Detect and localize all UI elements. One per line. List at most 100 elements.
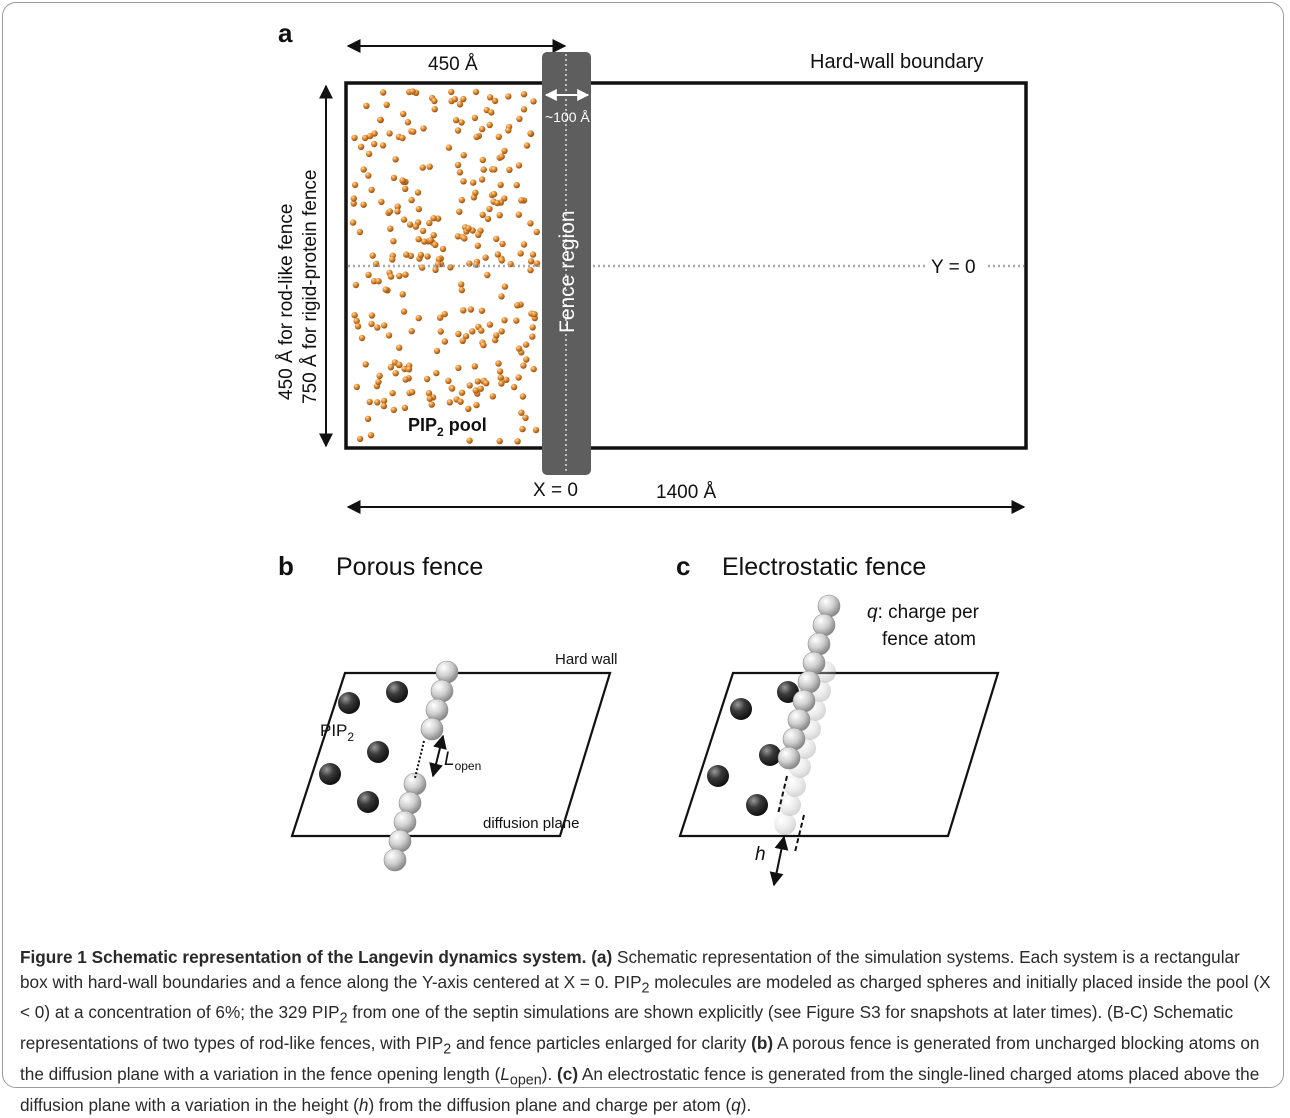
pip2-particle — [497, 181, 504, 188]
pip2-particle — [520, 106, 528, 113]
pip2-particle — [392, 156, 399, 163]
pip2-particle — [437, 328, 444, 335]
pip2-particle — [408, 327, 415, 335]
panel-c-label: c — [676, 551, 690, 581]
pip2-particle — [479, 125, 486, 133]
caption-tag-a: (a) — [591, 947, 613, 967]
pip2-particle — [425, 390, 433, 397]
caption-tag-c: (c) — [557, 1064, 579, 1085]
pip2-particle — [389, 256, 396, 263]
pip2-particle — [478, 327, 485, 334]
pip2-particle — [515, 211, 522, 218]
pip2-particle — [412, 223, 419, 230]
fence-atom — [383, 848, 407, 872]
panel-a-label: a — [278, 18, 293, 48]
pip2-particle — [520, 91, 528, 98]
pip2-particle — [400, 110, 407, 118]
height-arrow-c — [769, 835, 789, 887]
pip2-particle — [430, 232, 437, 239]
pip2-particle — [496, 437, 503, 445]
fence-region-label: Fence region — [556, 210, 579, 333]
pip2-particle — [498, 293, 505, 300]
caption-a-text: from one of the septin simulations are s… — [20, 1002, 1234, 1054]
pip2-particle — [486, 321, 494, 328]
pip2-particle — [458, 196, 465, 204]
pip2-particle — [484, 215, 492, 222]
pip2-particle — [522, 414, 529, 421]
pip2-particle — [433, 347, 441, 355]
pip2-particle — [478, 176, 486, 183]
pip2-particle — [518, 197, 525, 204]
pip2-particle — [408, 196, 415, 204]
pip2-particle — [390, 238, 397, 245]
pip2-particle — [469, 328, 476, 335]
pip2-particle — [420, 125, 427, 132]
pip2-particle — [367, 432, 375, 439]
panel-a: a 450 Å Hard-wall boundary 450 Å for rod… — [276, 18, 1028, 514]
pip2-particle — [426, 219, 433, 227]
height-dashed-right — [794, 814, 805, 853]
caption-tag-b: (b) — [751, 1033, 774, 1054]
pip2-particles — [349, 88, 541, 445]
pip2-particle — [375, 378, 382, 386]
pip2-particle — [532, 426, 540, 434]
pip2-particle — [386, 208, 394, 215]
hard-wall-box — [344, 81, 1028, 450]
pip2-particle — [515, 345, 523, 352]
pip2-particle — [406, 221, 414, 228]
pip2-particle — [445, 377, 452, 384]
pip2-particle — [454, 161, 462, 169]
boundary-label: Hard-wall boundary — [810, 51, 983, 73]
pip2-particle — [446, 399, 453, 406]
pip2-particle — [423, 375, 431, 383]
pip2-sphere — [357, 791, 379, 813]
pip2-particle — [361, 134, 369, 142]
pip2-particle — [410, 128, 417, 135]
figure-frame — [2, 2, 1284, 1088]
pip2-particle — [385, 332, 393, 339]
fence-atom — [777, 746, 801, 770]
pip2-particle — [460, 95, 467, 103]
pip2-particle — [527, 258, 535, 265]
pip2-particle — [353, 317, 360, 325]
pip2-particle — [514, 302, 521, 309]
pip2-particle — [445, 144, 453, 151]
pip2-particle — [515, 374, 522, 381]
pip2-particle — [461, 235, 468, 242]
pip2-particle — [494, 251, 501, 258]
fence-shadow-atom — [784, 775, 806, 797]
pip2-particle — [503, 376, 510, 383]
pip2-particle — [479, 211, 486, 218]
pip2-particle — [387, 273, 395, 280]
pip2-particle — [400, 308, 408, 315]
fence-atom — [797, 670, 821, 694]
fence-width-label: ~100 Å — [545, 109, 590, 125]
pip2-particle — [488, 109, 495, 116]
pip2-particle — [484, 271, 491, 279]
pip2-particle — [470, 179, 477, 186]
fence-atom — [817, 594, 841, 618]
pip2-particle — [431, 97, 438, 105]
pip2-particle — [399, 177, 406, 184]
pip2-particle — [479, 156, 486, 164]
pip2-particle — [496, 368, 504, 375]
pip2-particle — [466, 260, 473, 267]
pip2-particle — [456, 101, 464, 108]
pip2-particle — [369, 252, 376, 259]
pip2-particle — [370, 278, 378, 285]
pip2-particle — [527, 130, 534, 137]
pip2-particle — [459, 337, 466, 344]
fence-atom — [435, 660, 459, 684]
pip2-sphere — [746, 794, 768, 816]
pip2-particle — [501, 283, 509, 290]
pip2-particle — [415, 236, 422, 243]
fence-atom — [787, 708, 811, 732]
caption-c-text: ) from the diffusion plane and charge pe… — [368, 1095, 732, 1116]
pip2-particle — [431, 106, 438, 113]
pip2-particle — [409, 88, 416, 95]
pip2-particle — [379, 142, 387, 149]
caption-sub: 2 — [443, 1041, 452, 1058]
pip2-particle — [473, 401, 480, 409]
pip2-particle — [496, 212, 503, 219]
pip2-particle — [402, 185, 409, 192]
